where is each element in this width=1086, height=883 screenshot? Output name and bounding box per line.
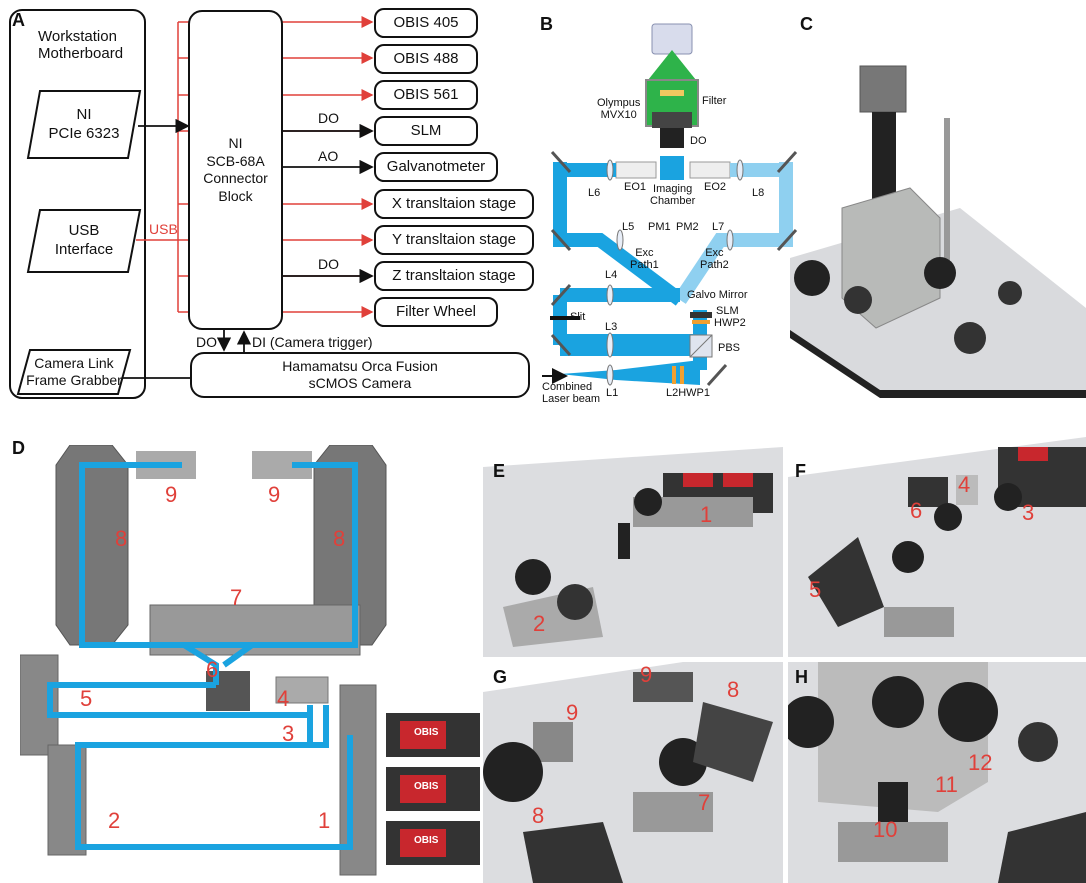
f-num-6: 6 bbox=[910, 498, 922, 524]
panel-c-render bbox=[790, 38, 1086, 398]
slit-label: Slit bbox=[570, 312, 585, 324]
panel-e-render bbox=[483, 437, 783, 657]
d-num-1: 1 bbox=[318, 808, 330, 834]
l3-label: L3 bbox=[605, 322, 617, 334]
d-num-5: 5 bbox=[80, 686, 92, 712]
g-num-8a: 8 bbox=[727, 677, 739, 703]
obis-text-2: OBIS bbox=[414, 782, 438, 793]
obis-text-3: OBIS bbox=[414, 836, 438, 847]
g-num-8b: 8 bbox=[532, 803, 544, 829]
g-num-9a: 9 bbox=[640, 662, 652, 688]
h-num-11: 11 bbox=[935, 772, 958, 798]
slm-label-b: SLM bbox=[716, 306, 739, 318]
l1-label: L1 bbox=[606, 388, 618, 400]
f-num-4: 4 bbox=[958, 472, 970, 498]
eo2-label: EO2 bbox=[704, 182, 726, 194]
pm2-label: PM2 bbox=[676, 222, 699, 234]
h-num-10: 10 bbox=[873, 817, 897, 843]
panel-c-letter: C bbox=[800, 14, 813, 35]
d-num-8b: 8 bbox=[333, 526, 345, 552]
d-num-8a: 8 bbox=[115, 526, 127, 552]
d-num-3: 3 bbox=[282, 721, 294, 747]
panel-c-scene bbox=[790, 38, 1086, 398]
g-num-7: 7 bbox=[698, 790, 710, 816]
d-num-4: 4 bbox=[277, 686, 289, 712]
panel-d-scene bbox=[20, 445, 480, 883]
panel-f-render bbox=[788, 437, 1086, 657]
olympus-label: Olympus MVX10 bbox=[597, 98, 640, 121]
galvo-label: Galvo Mirror bbox=[687, 290, 748, 302]
panel-h-letter: H bbox=[795, 667, 808, 688]
l8-label: L8 bbox=[752, 188, 764, 200]
panel-f-scene bbox=[788, 437, 1086, 657]
g-num-9b: 9 bbox=[566, 700, 578, 726]
pm1-label: PM1 bbox=[648, 222, 671, 234]
panel-e-scene bbox=[483, 437, 783, 657]
obis-text-1: OBIS bbox=[414, 728, 438, 739]
d-num-9b: 9 bbox=[268, 482, 280, 508]
exc1-label: Exc Path1 bbox=[630, 248, 659, 271]
panel-f-letter: F bbox=[795, 461, 806, 482]
f-num-3: 3 bbox=[1022, 500, 1034, 526]
f-num-5: 5 bbox=[809, 577, 821, 603]
exc2-label: Exc Path2 bbox=[700, 248, 729, 271]
l6-label: L6 bbox=[588, 188, 600, 200]
d-num-6: 6 bbox=[206, 657, 218, 683]
panel-e-letter: E bbox=[493, 461, 505, 482]
h-num-12: 12 bbox=[968, 750, 992, 776]
e-num-2: 2 bbox=[533, 611, 545, 637]
l5-label: L5 bbox=[622, 222, 634, 234]
l4-label: L4 bbox=[605, 270, 617, 282]
l7-label: L7 bbox=[712, 222, 724, 234]
hwp2-label: HWP2 bbox=[714, 318, 746, 330]
panel-g-letter: G bbox=[493, 667, 507, 688]
combined-label: Combined Laser beam bbox=[542, 382, 600, 405]
d-num-2: 2 bbox=[108, 808, 120, 834]
panel-d-render bbox=[20, 445, 480, 883]
pbs-label: PBS bbox=[718, 343, 740, 355]
do-label-b: DO bbox=[690, 136, 707, 148]
imaging-label: Imaging Chamber bbox=[650, 184, 695, 207]
e-num-1: 1 bbox=[700, 502, 712, 528]
d-num-7: 7 bbox=[230, 585, 242, 611]
d-num-9a: 9 bbox=[165, 482, 177, 508]
filter-label: Filter bbox=[702, 96, 726, 108]
eo1-label: EO1 bbox=[624, 182, 646, 194]
l2hwp1-label: L2HWP1 bbox=[666, 388, 710, 400]
